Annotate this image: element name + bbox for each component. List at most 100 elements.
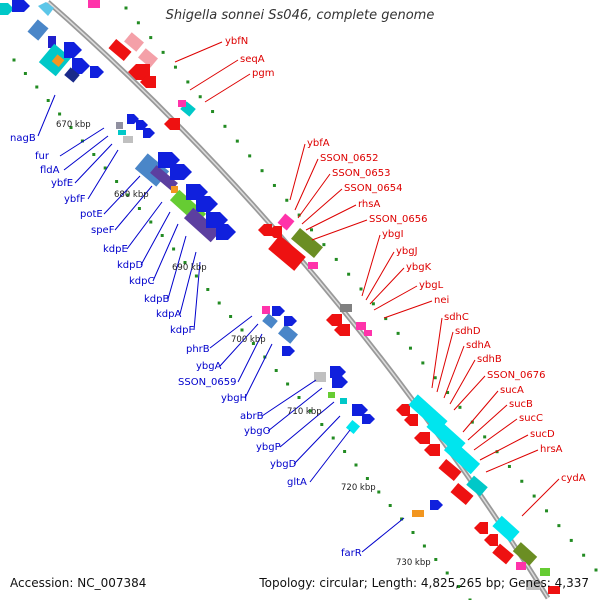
scale-tick [137, 207, 141, 210]
scale-tick [186, 80, 190, 84]
gene-feature [492, 543, 514, 565]
gene-feature [404, 414, 418, 426]
gene-feature [150, 165, 178, 191]
scale-tick [433, 376, 437, 380]
gene-feature [140, 76, 156, 88]
scale-tick [365, 477, 369, 480]
gene-label: kdpC [129, 276, 154, 287]
callout-line [361, 517, 405, 553]
callout-line [453, 375, 486, 411]
scale-tick [194, 274, 198, 278]
gene-label: phrB [186, 344, 210, 355]
gene-feature [183, 207, 221, 243]
gene-feature [72, 58, 90, 74]
kbp-label: 700 kbp [231, 335, 266, 345]
gene-label: seqA [240, 54, 265, 65]
accession-text: Accession: NC_007384 [10, 576, 147, 590]
callout-line [63, 135, 109, 171]
callout-line [305, 204, 357, 231]
gene-label: sdhC [444, 312, 469, 323]
scale-tick [331, 436, 335, 440]
gene-feature [484, 534, 498, 546]
gene-feature [330, 366, 346, 378]
gene-feature [314, 372, 326, 382]
scale-tick [183, 261, 187, 264]
gene-feature [116, 122, 123, 129]
gene-feature [548, 586, 560, 594]
scale-tick [320, 423, 324, 426]
callout-line [443, 345, 465, 399]
gene-label: ybgI [382, 229, 404, 240]
gene-callouts [37, 41, 560, 553]
gene-feature [526, 580, 540, 590]
kbp-label: 730 kbp [396, 558, 431, 568]
scale-tick [371, 302, 375, 306]
callout-line [114, 185, 153, 231]
scale-tick [354, 463, 358, 467]
gene-feature [332, 376, 348, 388]
scale-tick [160, 234, 164, 237]
gene-feature [450, 482, 474, 506]
callout-line [473, 418, 518, 451]
scale-tick [532, 494, 536, 498]
forward-gene-labels: nagB fur fldA ybfE ybfF potE speF kdpE k… [10, 133, 362, 559]
kbp-label: 710 kbp [287, 407, 322, 417]
gene-label: ybfE [51, 178, 73, 189]
gene-label: ybgL [419, 280, 444, 291]
gene-feature [143, 128, 155, 138]
gene-feature [108, 38, 132, 62]
gene-feature [438, 458, 462, 482]
kbp-label: 670 kbp [56, 120, 91, 130]
scale-tick [124, 6, 128, 10]
gene-feature [262, 306, 270, 314]
kbp-label: 680 kbp [114, 190, 149, 200]
scale-tick [263, 355, 267, 359]
gene-feature [516, 562, 526, 570]
scale-tick [408, 346, 412, 350]
callout-line [74, 143, 113, 184]
gene-feature [51, 54, 65, 68]
scale-tick [285, 198, 289, 202]
scale-tick [384, 317, 388, 321]
gene-feature [414, 432, 430, 444]
gene-feature [512, 542, 538, 566]
gene-feature [284, 316, 297, 326]
callout-line [219, 323, 259, 367]
scale-tick [297, 213, 301, 217]
gene-feature [474, 522, 488, 534]
scale-tick [69, 126, 73, 129]
gene-feature [430, 500, 443, 510]
scale-tick [458, 405, 462, 409]
gene-label: sdhB [477, 354, 502, 365]
scale-tick [272, 183, 276, 187]
gene-label: pgm [252, 68, 274, 79]
callout-line [244, 343, 273, 399]
callout-line [87, 149, 119, 200]
gene-label: ybfN [225, 36, 248, 47]
gene-label: gltA [287, 477, 307, 488]
gene-feature [124, 32, 144, 52]
scale-tick [396, 331, 400, 335]
callout-line [152, 223, 179, 282]
gene-feature [64, 42, 82, 58]
callout-line [204, 73, 251, 103]
scale-tick [507, 464, 511, 468]
scale-tick [172, 247, 176, 251]
gene-label: SSON_0652 [320, 153, 379, 164]
gene-feature [118, 130, 126, 135]
scale-tick [223, 124, 227, 128]
gene-feature [340, 304, 352, 312]
callout-line [193, 261, 201, 331]
scale-tick [35, 85, 39, 89]
gene-label: sdhA [466, 340, 491, 351]
callout-line [365, 251, 395, 301]
scale-tick [80, 139, 84, 143]
callout-line [237, 333, 263, 383]
gene-label: fldA [40, 165, 60, 176]
callout-line [261, 379, 317, 417]
gene-label: sucD [530, 429, 555, 440]
callout-line [59, 127, 105, 157]
gene-label: nei [434, 295, 449, 306]
scale-tick [343, 450, 347, 453]
scale-tick [23, 72, 27, 75]
